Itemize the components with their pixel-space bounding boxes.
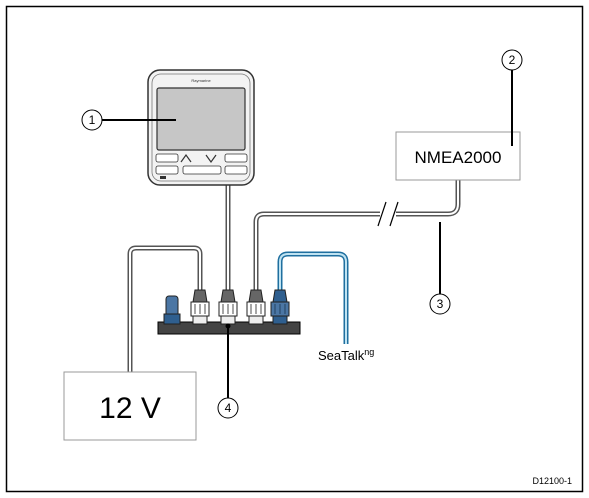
callout-3-number: 3 — [437, 297, 444, 311]
nmea2000-box: NMEA2000 — [395, 131, 521, 181]
terminator-left — [163, 295, 181, 325]
power-label: 12 V — [99, 392, 161, 425]
auto-button — [224, 165, 248, 175]
cable-break — [377, 201, 399, 227]
down-arrow-icon — [205, 154, 217, 164]
connector-seatalk — [270, 289, 290, 325]
power-cable — [127, 245, 203, 372]
callout-1: 1 — [81, 109, 176, 131]
nmea-cable — [253, 180, 461, 290]
standby-indicator — [160, 176, 166, 179]
callout-3: 3 — [429, 222, 451, 315]
connector-display — [218, 289, 238, 325]
nmea2000-label: NMEA2000 — [415, 148, 502, 167]
seatalk-label-suffix: ng — [364, 347, 374, 357]
callout-1-number: 1 — [89, 113, 96, 127]
callout-2-number: 2 — [509, 53, 516, 67]
seatalk-cable — [277, 251, 349, 344]
seatalk-label: SeaTalkng — [318, 347, 374, 363]
seatalk-label-main: SeaTalk — [318, 348, 365, 363]
power-supply-box: 12 V — [63, 371, 197, 441]
standby-button — [155, 165, 179, 175]
outer-border — [5, 5, 584, 493]
callout-4: 4 — [217, 323, 239, 419]
connector-nmea — [246, 289, 266, 325]
center-button — [182, 165, 222, 175]
callout-4-number: 4 — [225, 401, 232, 415]
right-soft-button — [224, 153, 248, 163]
brand-label: Raymarine — [191, 78, 211, 83]
control-display-unit: Raymarine — [147, 69, 255, 186]
left-soft-button — [155, 153, 179, 163]
figure-id: D12100-1 — [532, 476, 572, 486]
callout-2: 2 — [501, 49, 523, 146]
connector-power — [190, 289, 210, 325]
up-arrow-icon — [180, 153, 192, 163]
